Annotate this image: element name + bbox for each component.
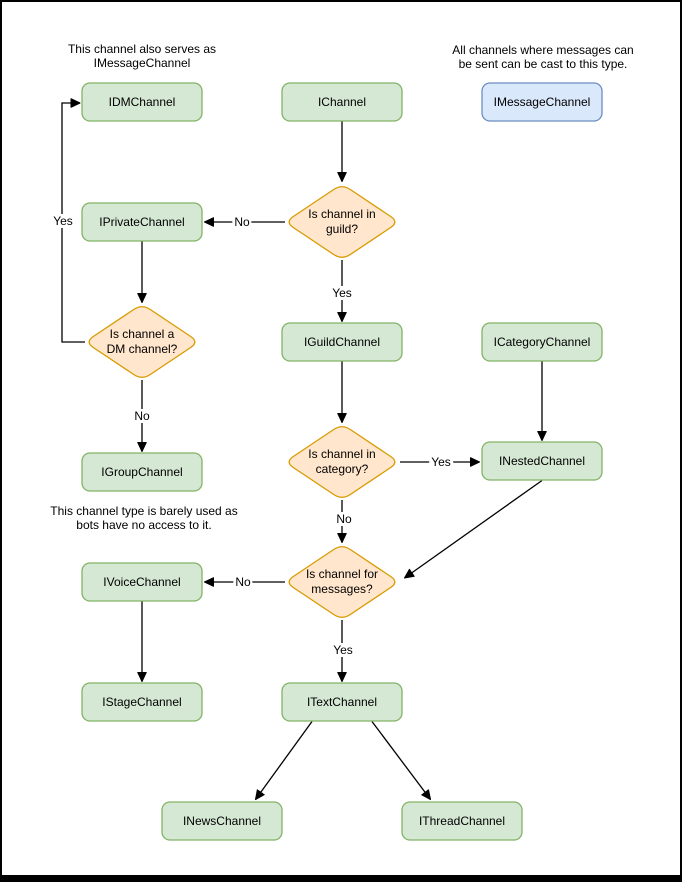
node-iguildchannel-shape: [281, 322, 403, 362]
node-imessagechannel-shape: [481, 82, 603, 122]
edge-label-guild-no: No: [232, 215, 252, 229]
node-ichannel-shape: [281, 82, 403, 122]
node-icategorychannel-shape: [481, 322, 603, 362]
node-ivoicechannel-shape: [81, 562, 203, 602]
edge-label-guild-yes: Yes: [330, 286, 354, 300]
annotation-dm-serves: This channel also serves as IMessageChan…: [67, 42, 217, 70]
edge-label-messages-yes: Yes: [331, 643, 355, 657]
decision-is-dm-shape: [88, 306, 196, 378]
edge-label-category-no: No: [334, 512, 354, 526]
node-ithreadchannel-shape: [401, 801, 523, 841]
decision-for-messages-shape: [288, 546, 396, 618]
edge-label-dm-no: No: [132, 409, 152, 423]
decision-in-guild-shape: [288, 186, 396, 258]
edge-label-dm-yes: Yes: [51, 214, 75, 228]
node-iprivatechannel-shape: [81, 202, 203, 242]
node-idmchannel-shape: [81, 82, 203, 122]
node-igroupchannel-shape: [81, 452, 203, 492]
node-inestedchannel-shape: [481, 441, 603, 481]
edge-label-category-yes: Yes: [429, 455, 453, 469]
edge-textchannel-to-newschannel: [254, 721, 313, 800]
node-inewschannel-shape: [161, 801, 283, 841]
edge-textchannel-to-threadchannel: [371, 721, 432, 800]
node-itextchannel-shape: [281, 682, 403, 722]
decision-in-category-shape: [288, 426, 396, 498]
edge-nestedchannel-to-messages-decision: [404, 479, 543, 579]
annotation-message-cast: All channels where messages can be sent …: [452, 43, 634, 71]
annotation-group-access: This channel type is barely used as bots…: [50, 504, 238, 532]
edge-label-messages-no: No: [233, 575, 253, 589]
node-istagechannel-shape: [81, 682, 203, 722]
